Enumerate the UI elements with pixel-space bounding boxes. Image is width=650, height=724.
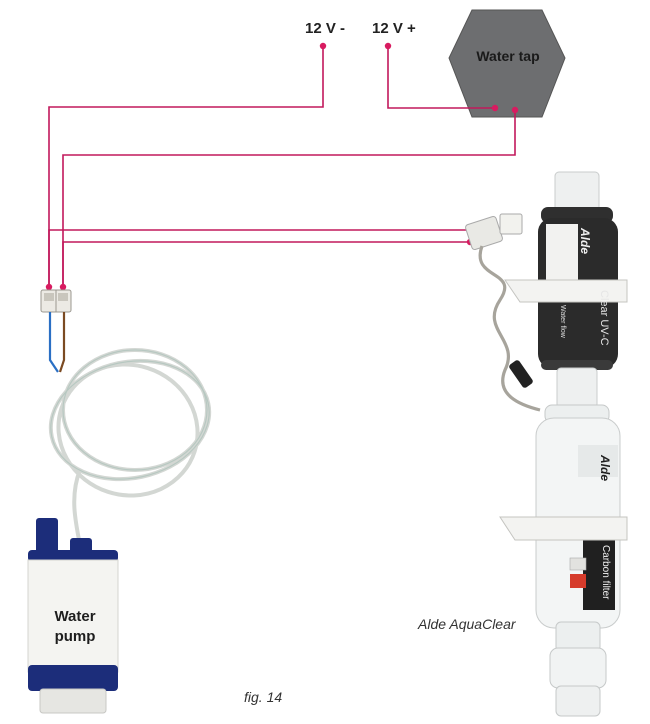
water-pump (27, 518, 119, 714)
carbon-brand-text: Alde (598, 455, 612, 482)
figure-caption: fig. 14 (244, 689, 283, 705)
uv-flow-text: Water flow (559, 305, 566, 338)
terminal-positive-label: 12 V + (372, 20, 416, 37)
uv-cable (478, 245, 541, 412)
tap-pump-dot (511, 106, 519, 114)
water-tap-label: Water tap (476, 48, 540, 64)
water-pump-label: Water pump (30, 607, 120, 647)
terminal-negative-label: 12 V - (305, 20, 346, 37)
terminal-negative-dot (319, 42, 327, 50)
carbon-filter-unit (499, 404, 628, 717)
uv-connector (465, 213, 523, 251)
uv-name-text: Clear UV-C (598, 290, 610, 346)
pump-connector-block (40, 289, 72, 313)
uv-brand-text: Alde (578, 228, 592, 255)
pump-wire-blue (48, 312, 59, 373)
connector-left-dot (45, 283, 53, 291)
pump-cable-coil-highlight (50, 349, 210, 480)
wire-negative (48, 46, 324, 287)
tap-positive-dot (491, 104, 499, 112)
wire-uv-lower (62, 241, 470, 287)
wires (48, 46, 516, 287)
water-tap-hexagon (448, 9, 566, 118)
wire-dots (45, 42, 519, 291)
terminal-positive-dot (384, 42, 392, 50)
product-name-caption: Alde AquaClear (418, 616, 516, 632)
water-pump-label-line1: Water (54, 608, 96, 625)
wire-positive (387, 46, 495, 109)
connector-right-dot (59, 283, 67, 291)
carbon-name-text: Carbon filter (600, 545, 611, 600)
uv-cable-ferrite (509, 360, 533, 388)
uv-c-unit (504, 171, 628, 409)
wire-tap-to-pump (62, 110, 516, 287)
water-pump-label-line2: pump (54, 628, 96, 645)
pump-wire-brown (58, 312, 66, 373)
wire-uv-upper (48, 229, 470, 287)
